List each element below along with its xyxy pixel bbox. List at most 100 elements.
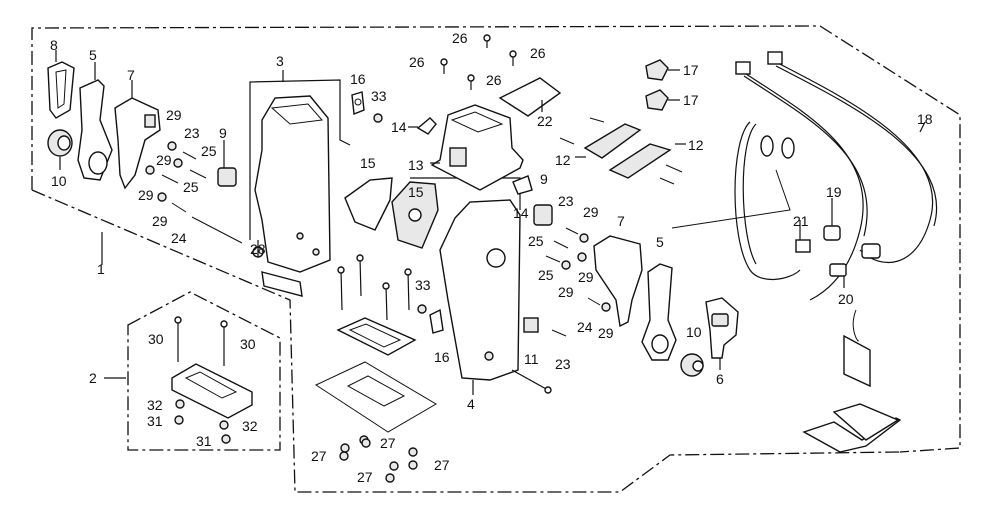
label-26-c: 26 xyxy=(530,45,546,61)
part-30-bolts xyxy=(174,316,228,366)
part-15-gasket-left xyxy=(344,177,393,231)
label-25-right-a: 25 xyxy=(528,233,544,249)
label-29-a: 29 xyxy=(166,107,182,123)
owners-manual-book xyxy=(802,403,902,453)
label-20: 20 xyxy=(838,291,854,307)
part-17-caps xyxy=(645,59,680,111)
label-32-right: 32 xyxy=(242,418,258,434)
part-16-bracket-clip-top xyxy=(351,91,365,115)
small-hardware-right xyxy=(545,227,611,337)
label-25-left-b: 25 xyxy=(183,179,199,195)
label-5-right: 5 xyxy=(656,234,664,250)
part-31-32-nuts xyxy=(174,399,231,444)
label-26-b: 26 xyxy=(409,54,425,70)
label-5-left: 5 xyxy=(89,47,97,63)
label-32-left: 32 xyxy=(147,397,163,413)
part-9-cap-mid xyxy=(533,204,553,226)
tag-with-string xyxy=(843,309,871,388)
label-10-left: 10 xyxy=(51,173,67,189)
part-15-plate-right xyxy=(391,181,439,249)
label-26-d: 26 xyxy=(486,72,502,88)
screws-26 xyxy=(440,34,517,90)
label-17-bottom: 17 xyxy=(683,92,699,108)
label-13: 13 xyxy=(408,157,424,173)
part-33-nut-top xyxy=(373,113,383,123)
part-7-lever-housing-left xyxy=(114,80,161,190)
nuts-27 xyxy=(339,435,418,483)
assembly-2-outline xyxy=(104,291,281,451)
label-33-top: 33 xyxy=(371,88,387,104)
part-10-grommet-right xyxy=(680,353,704,377)
label-1: 1 xyxy=(97,261,105,277)
part-8-lever-cover xyxy=(47,50,75,119)
label-15-right: 15 xyxy=(408,184,424,200)
label-16-lower: 16 xyxy=(434,349,450,365)
part-19-connector xyxy=(823,198,841,241)
label-14-mid: 14 xyxy=(513,205,529,221)
label-7-left: 7 xyxy=(127,67,135,83)
part-labels: 1 2 3 4 5 5 6 7 7 8 9 9 10 10 11 12 12 1… xyxy=(50,30,933,485)
label-31-right: 31 xyxy=(196,433,212,449)
label-29-g: 29 xyxy=(558,284,574,300)
label-14-top: 14 xyxy=(391,119,407,135)
label-18: 18 xyxy=(917,111,933,127)
label-25-right-b: 25 xyxy=(538,267,554,283)
label-21: 21 xyxy=(793,213,809,229)
part-9-cap-left xyxy=(217,140,237,187)
part-21-connector-loop xyxy=(671,121,811,280)
label-8: 8 xyxy=(50,37,58,53)
label-30-right: 30 xyxy=(240,336,256,352)
label-27-d: 27 xyxy=(357,469,373,485)
label-23-lower: 23 xyxy=(555,356,571,372)
label-16-top: 16 xyxy=(350,71,366,87)
label-24-left: 24 xyxy=(171,230,187,246)
label-30-left: 30 xyxy=(148,331,164,347)
label-23-left: 23 xyxy=(184,125,200,141)
gasket-frame xyxy=(336,317,417,356)
label-6: 6 xyxy=(716,371,724,387)
part-7-lever-housing-right xyxy=(593,235,643,328)
label-24-right: 24 xyxy=(577,319,593,335)
label-29-h: 29 xyxy=(598,325,614,341)
assembly-1-outline xyxy=(31,25,961,493)
label-3: 3 xyxy=(276,53,284,69)
part-20-connector xyxy=(829,243,881,288)
label-25-left-a: 25 xyxy=(201,143,217,159)
part-12-brackets xyxy=(559,117,686,185)
part-33-nut-lower xyxy=(417,304,427,314)
label-2: 2 xyxy=(89,370,97,386)
part-6-lever-grip xyxy=(705,297,739,370)
label-11: 11 xyxy=(524,351,539,367)
part-14-clip-top xyxy=(408,117,437,135)
part-10-grommet-left xyxy=(47,129,73,170)
label-29-c: 29 xyxy=(138,187,154,203)
label-22: 22 xyxy=(537,113,553,129)
label-29-b: 29 xyxy=(156,152,172,168)
part-3-control-box-housing xyxy=(252,95,331,297)
label-26-a: 26 xyxy=(452,30,468,46)
label-10-right: 10 xyxy=(686,324,702,340)
label-12-left: 12 xyxy=(555,152,571,168)
label-29-f: 29 xyxy=(578,269,594,285)
label-23-mid: 23 xyxy=(558,193,574,209)
long-screws-lower xyxy=(337,254,552,394)
spacer-block xyxy=(171,363,253,419)
label-7-right: 7 xyxy=(617,213,625,229)
part-5-lever-arm-left xyxy=(77,62,113,181)
label-27-b: 27 xyxy=(311,448,327,464)
small-hardware-left xyxy=(145,141,243,244)
part-14-clip-mid xyxy=(512,175,533,195)
label-9-left: 9 xyxy=(219,125,227,141)
part-18-wire-harness xyxy=(735,51,937,301)
label-28: 28 xyxy=(250,241,266,257)
label-27-a: 27 xyxy=(380,435,396,451)
label-29-e: 29 xyxy=(583,204,599,220)
label-29-d: 29 xyxy=(152,213,168,229)
label-12-right: 12 xyxy=(688,137,704,153)
label-27-c: 27 xyxy=(434,457,450,473)
label-15-left: 15 xyxy=(360,155,376,171)
part-22-cover-plate xyxy=(498,77,562,117)
label-4: 4 xyxy=(467,396,475,412)
part-4-control-box-housing xyxy=(439,199,521,381)
